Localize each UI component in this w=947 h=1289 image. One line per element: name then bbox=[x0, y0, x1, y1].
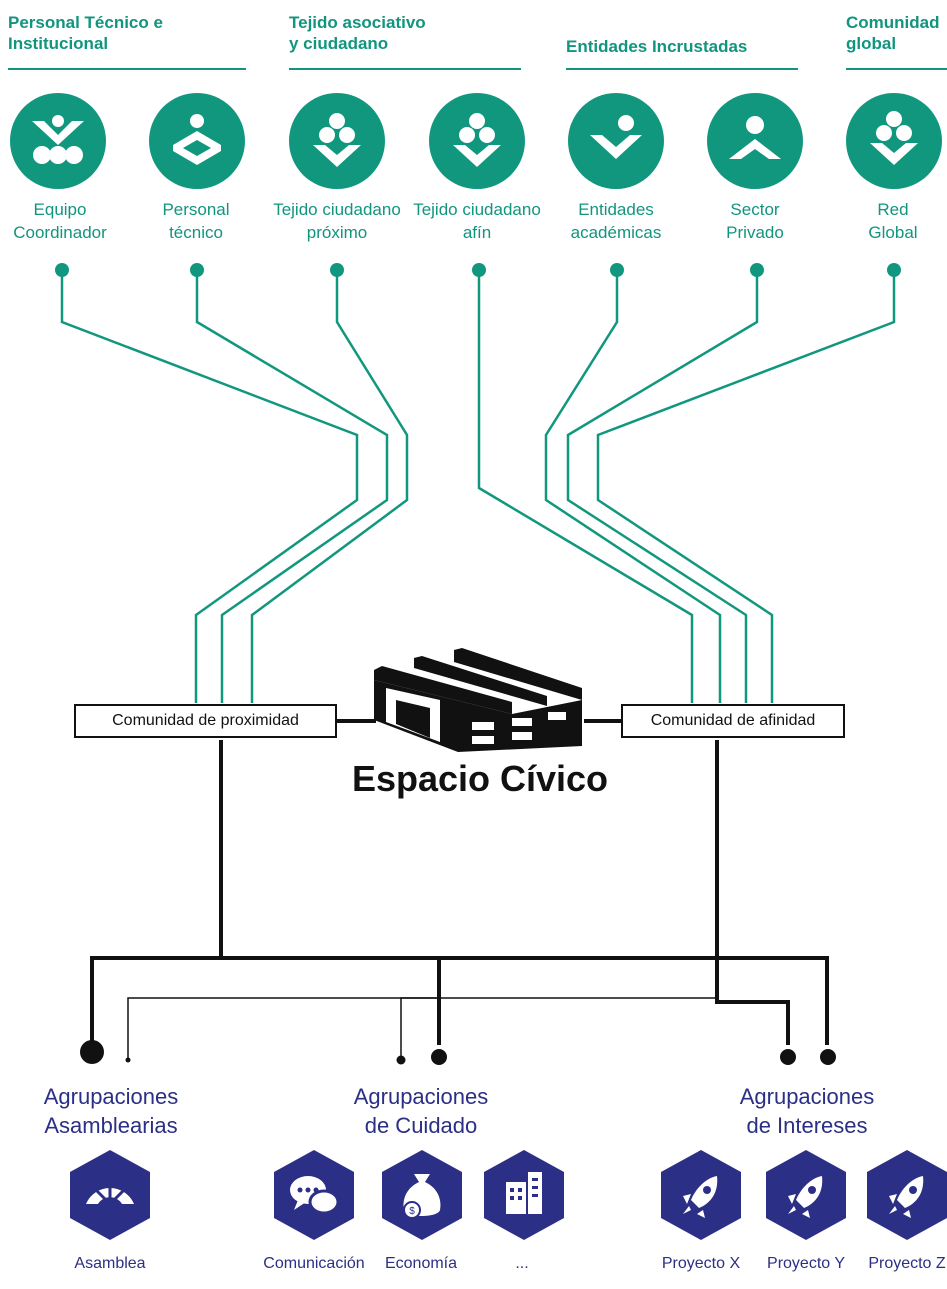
group-title-tejido: Tejido asociativo y ciudadano bbox=[289, 12, 426, 54]
hex-label-asamblea: Asamblea bbox=[74, 1255, 146, 1272]
group-title-line: Tejido asociativo bbox=[289, 13, 426, 32]
rocket-icon bbox=[764, 1148, 848, 1242]
group-title-line: Personal Técnico e bbox=[8, 13, 163, 32]
affine-citizens-icon bbox=[429, 93, 525, 189]
technical-staff-icon bbox=[149, 93, 245, 189]
group-divider bbox=[8, 68, 246, 70]
group-divider bbox=[846, 68, 947, 70]
academic-icon bbox=[568, 93, 664, 189]
group-title-personal: Personal Técnico e Institucional bbox=[8, 12, 163, 54]
group-title-line: Entidades Incrustadas bbox=[566, 37, 748, 56]
private-sector-icon bbox=[707, 93, 803, 189]
group-title-line: Comunidad bbox=[846, 13, 940, 32]
factory-icon bbox=[374, 648, 582, 752]
group-title-comunidad: Comunidad global bbox=[846, 12, 940, 54]
hex-label-proyecto-x: Proyecto X bbox=[661, 1255, 741, 1272]
buildings-icon bbox=[482, 1148, 566, 1242]
group-title-entidades: Entidades Incrustadas bbox=[566, 36, 747, 57]
hex-label-proyecto-z: Proyecto Z bbox=[868, 1255, 946, 1272]
rocket-icon bbox=[865, 1148, 947, 1242]
money-bag-icon: $ bbox=[380, 1148, 464, 1242]
civic-space-title: Espacio Cívico bbox=[351, 758, 609, 799]
group-title-line: global bbox=[846, 34, 897, 53]
assembly-icon bbox=[68, 1148, 152, 1242]
chat-icon bbox=[272, 1148, 356, 1242]
group-title-line: y ciudadano bbox=[289, 34, 389, 53]
nearby-citizens-icon bbox=[289, 93, 385, 189]
global-network-icon bbox=[846, 93, 942, 189]
group-divider bbox=[289, 68, 521, 70]
svg-text:$: $ bbox=[409, 1206, 415, 1217]
hex-label-proyecto-y: Proyecto Y bbox=[767, 1255, 845, 1272]
hex-label-economia: Economía bbox=[384, 1255, 458, 1272]
affinity-community-box: Comunidad de afinidad bbox=[621, 704, 845, 738]
group-title-line: Institucional bbox=[8, 34, 109, 53]
group-divider bbox=[566, 68, 798, 70]
hex-label-more: ... bbox=[515, 1255, 529, 1272]
hex-label-comunicacion: Comunicación bbox=[263, 1255, 365, 1272]
coordinator-icon bbox=[10, 93, 106, 189]
rocket-icon bbox=[659, 1148, 743, 1242]
proximity-community-box: Comunidad de proximidad bbox=[74, 704, 337, 738]
